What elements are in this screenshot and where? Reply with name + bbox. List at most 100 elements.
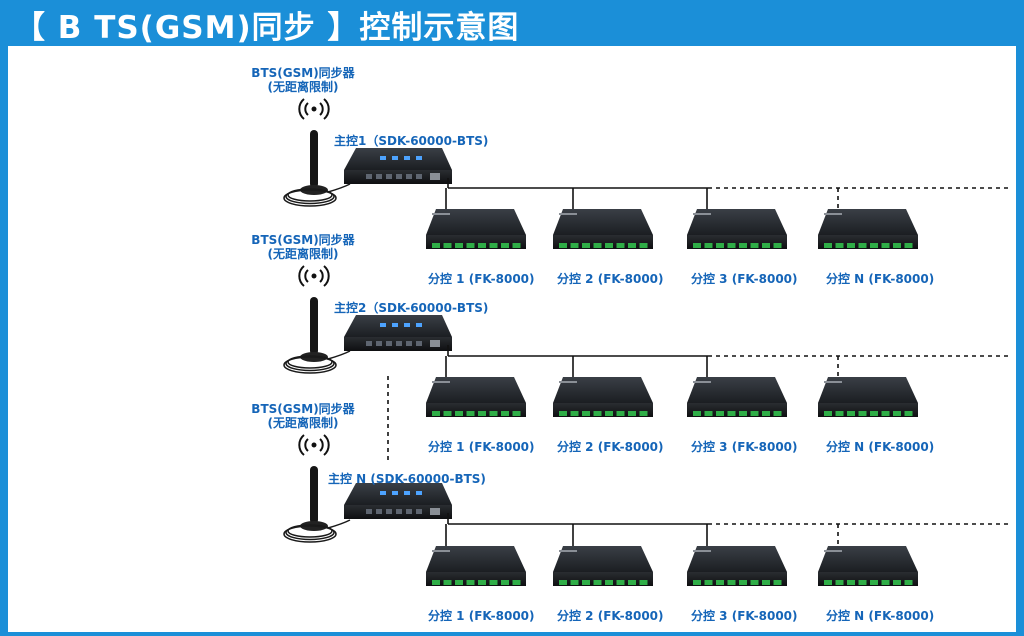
- slave-top: [687, 209, 787, 235]
- terminal-block: [881, 411, 890, 416]
- slave-label: 分控 2 (FK-8000): [557, 440, 664, 454]
- terminal-block: [824, 411, 832, 416]
- status-light: [416, 491, 422, 495]
- terminal-block: [512, 580, 521, 585]
- slave-front: [818, 572, 918, 586]
- slave-label: 分控 N (FK-8000): [826, 272, 935, 286]
- slave-front: [426, 403, 526, 417]
- terminal-block: [835, 580, 844, 585]
- master-port: [366, 341, 372, 346]
- slave-controller: [687, 209, 787, 249]
- terminal-block: [501, 243, 509, 248]
- slave-front: [426, 572, 526, 586]
- terminal-block: [750, 580, 759, 585]
- slave-label: 分控 2 (FK-8000): [557, 609, 664, 623]
- master-port: [416, 341, 422, 346]
- terminal-block: [570, 580, 579, 585]
- signal-dot: [311, 273, 317, 279]
- terminal-block: [870, 411, 878, 416]
- antenna-cable: [283, 525, 337, 543]
- terminal-block: [616, 580, 625, 585]
- terminal-block: [727, 243, 736, 248]
- slave-controller: [687, 377, 787, 417]
- terminal-block: [478, 580, 486, 585]
- antenna-cable-lead: [327, 350, 351, 360]
- slave-controller: [553, 209, 653, 249]
- terminal-block: [762, 411, 770, 416]
- terminal-block: [443, 580, 452, 585]
- terminal-block: [478, 243, 486, 248]
- slave-label: 分控 2 (FK-8000): [557, 272, 664, 286]
- terminal-block: [593, 580, 602, 585]
- slave-controller: [553, 546, 653, 586]
- slave-front: [687, 403, 787, 417]
- terminal-block: [466, 243, 475, 248]
- terminal-block: [739, 580, 747, 585]
- slave-front: [687, 235, 787, 249]
- master-port: [376, 174, 382, 179]
- terminal-block: [512, 243, 521, 248]
- terminal-block: [455, 580, 463, 585]
- terminal-block: [893, 580, 901, 585]
- antenna-icon: [283, 434, 351, 543]
- terminal-block: [466, 580, 475, 585]
- slave-label: 分控 3 (FK-8000): [691, 440, 798, 454]
- slave-front: [553, 572, 653, 586]
- terminal-block: [704, 580, 713, 585]
- status-light: [380, 491, 386, 495]
- slave-brand-strip: [432, 213, 450, 215]
- signal-dot: [311, 106, 317, 112]
- master-label: 主控2（SDK-60000-BTS): [334, 301, 489, 315]
- slave-front: [426, 235, 526, 249]
- terminal-block: [858, 580, 867, 585]
- sync-sublabel: (无距离限制): [267, 416, 339, 430]
- master-port: [396, 341, 402, 346]
- terminal-block: [893, 243, 901, 248]
- terminal-block: [443, 243, 452, 248]
- terminal-block: [593, 411, 602, 416]
- slave-front: [553, 403, 653, 417]
- page-title: 【 B TS(GSM)同步 】控制示意图: [14, 10, 520, 46]
- signal-wave-right: [319, 269, 324, 283]
- antenna-cable-lead: [327, 519, 351, 529]
- slave-brand-strip: [693, 550, 711, 552]
- terminal-block: [582, 580, 590, 585]
- antenna-mast: [310, 130, 318, 188]
- status-light: [380, 323, 386, 327]
- terminal-block: [858, 411, 867, 416]
- slave-front: [818, 235, 918, 249]
- terminal-block: [605, 580, 613, 585]
- terminal-block: [870, 580, 878, 585]
- status-light: [392, 491, 398, 495]
- status-light: [380, 156, 386, 160]
- slave-brand-strip: [559, 213, 577, 215]
- terminal-block: [489, 580, 498, 585]
- slave-top: [553, 546, 653, 572]
- sync-label: BTS(GSM)同步器: [251, 402, 355, 416]
- status-light: [416, 323, 422, 327]
- terminal-block: [593, 243, 602, 248]
- slave-controller: [426, 377, 526, 417]
- terminal-block: [858, 243, 867, 248]
- terminal-block: [628, 411, 636, 416]
- terminal-block: [824, 580, 832, 585]
- slave-top: [818, 377, 918, 403]
- terminal-block: [881, 243, 890, 248]
- terminal-block: [616, 411, 625, 416]
- terminal-block: [870, 243, 878, 248]
- terminal-block: [693, 580, 701, 585]
- slave-top: [426, 546, 526, 572]
- master-port: [386, 174, 392, 179]
- terminal-block: [582, 411, 590, 416]
- terminal-block: [639, 243, 648, 248]
- status-light: [404, 323, 410, 327]
- slave-controller: [426, 209, 526, 249]
- slave-label: 分控 1 (FK-8000): [428, 609, 535, 623]
- master-controller: [344, 315, 452, 351]
- terminal-block: [716, 411, 724, 416]
- terminal-block: [824, 243, 832, 248]
- terminal-block: [559, 580, 567, 585]
- terminal-block: [727, 411, 736, 416]
- status-light: [392, 156, 398, 160]
- antenna-icon: [283, 98, 351, 207]
